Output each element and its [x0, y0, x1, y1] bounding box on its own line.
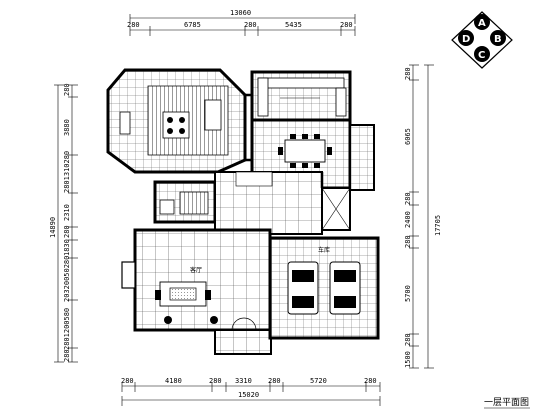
top-dim-5: 280	[340, 21, 353, 29]
desk	[204, 99, 222, 131]
compass-c: C	[478, 50, 485, 61]
right-dim-1: 280	[404, 67, 412, 80]
tea-table	[162, 111, 190, 139]
right-dim-8: 1500	[404, 351, 412, 368]
bottom-dim-4: 3310	[235, 377, 252, 385]
plant	[164, 316, 172, 324]
top-dim-4: 5435	[285, 21, 302, 29]
fireplace	[121, 261, 136, 289]
kitchen	[250, 70, 352, 122]
garage-label: 车库	[318, 246, 330, 254]
living-label: 客厅	[190, 266, 202, 274]
right-dim-7: 280	[404, 333, 412, 346]
top-dimensions	[129, 14, 356, 36]
left-dim-6: 1830	[63, 239, 71, 256]
left-dim-4: 2310	[63, 204, 71, 221]
compass-b: B	[494, 34, 502, 45]
left-dim-8: 2801200580	[63, 308, 71, 350]
octagon-room	[106, 68, 247, 174]
bottom-total-dim: 15020	[238, 391, 259, 399]
left-dim-7: 20320050280	[63, 256, 71, 302]
bottom-dimensions	[121, 382, 381, 406]
bottom-dim-5: 280	[268, 377, 281, 385]
bottom-dim-7: 280	[364, 377, 377, 385]
kitchen-counter	[257, 77, 345, 89]
drawing-title: 一层平面图	[484, 397, 529, 408]
top-dim-2: 6785	[184, 21, 201, 29]
bottom-dim-2: 4180	[165, 377, 182, 385]
right-total-dim: 17705	[434, 215, 442, 236]
left-dim-1: 280	[63, 83, 71, 96]
left-total-dim: 14890	[49, 217, 57, 238]
bottom-dim-1: 280	[121, 377, 134, 385]
left-dimensions	[54, 84, 78, 363]
bottom-dim-3: 280	[209, 377, 222, 385]
bottom-dim-6: 5720	[310, 377, 327, 385]
right-dim-6: 5700	[404, 285, 412, 302]
garage: 车库	[268, 236, 380, 340]
dining-table	[284, 139, 326, 163]
compass-symbol: A D B C	[451, 11, 513, 69]
stair-hall	[321, 187, 351, 231]
left-dim-5: 280	[63, 225, 71, 238]
top-dim-1: 280	[127, 21, 140, 29]
left-dim-3: 2801310280	[63, 151, 71, 193]
right-dim-3: 280	[404, 192, 412, 205]
left-dim-2: 3880	[63, 119, 71, 136]
bed	[179, 191, 209, 215]
compass-d: D	[462, 34, 470, 45]
small-room	[153, 180, 217, 224]
living-room: 客厅	[121, 228, 272, 332]
entrance-porch	[214, 317, 272, 355]
floor-plan: 客厅 车库	[106, 68, 380, 355]
top-dim-3: 280	[244, 21, 257, 29]
foyer	[214, 171, 323, 235]
compass-a: A	[478, 18, 486, 29]
side-balcony	[349, 124, 375, 191]
right-dimensions	[409, 64, 434, 369]
left-dim-9: 280	[63, 349, 71, 362]
top-total-dim: 13060	[230, 9, 251, 17]
right-dim-5: 280	[404, 235, 412, 248]
right-dim-2: 6065	[404, 128, 412, 145]
right-dim-4: 2400	[404, 211, 412, 228]
